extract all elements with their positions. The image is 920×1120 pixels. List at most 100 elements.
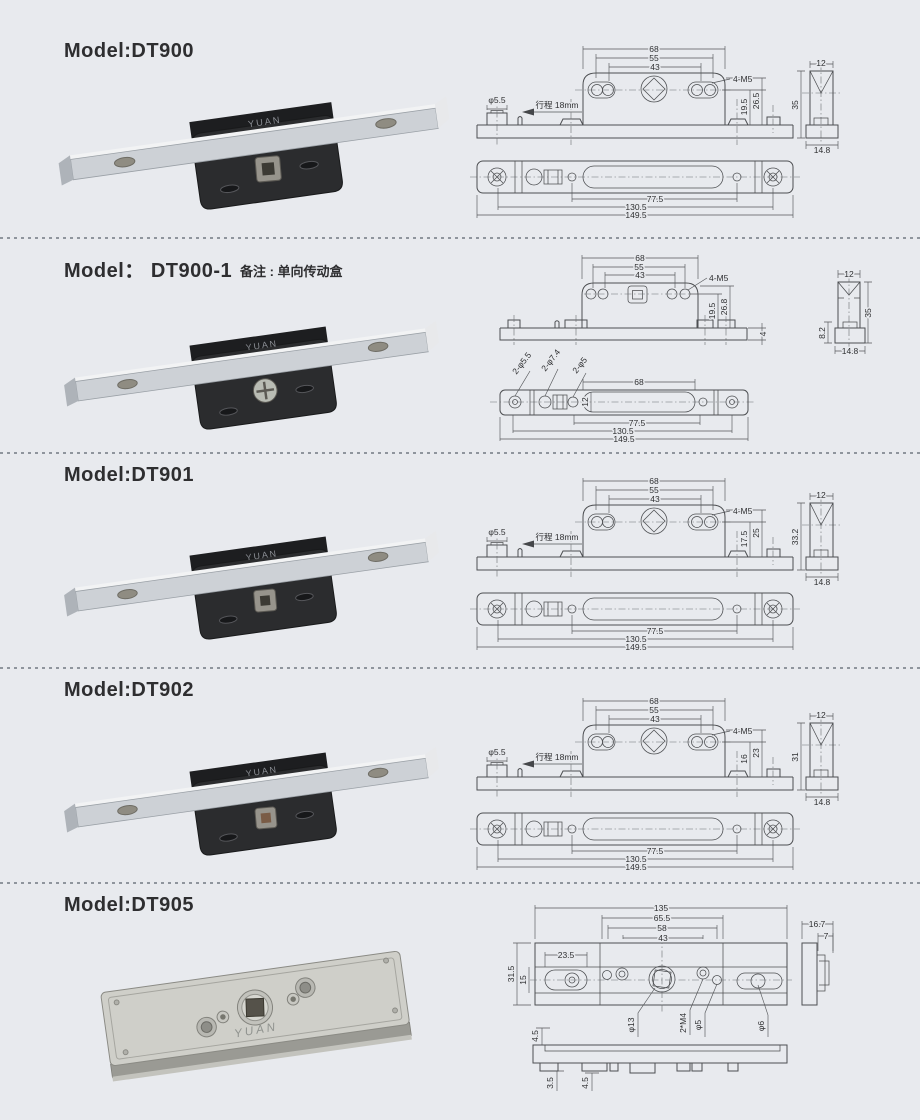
side-view bbox=[801, 942, 830, 1006]
plan-view bbox=[476, 160, 794, 194]
dim-label: 19.5 bbox=[739, 98, 749, 115]
dim-label: φ13 bbox=[626, 1017, 636, 1032]
product-photo-dt900-1: YUAN bbox=[64, 320, 439, 430]
bar-end-right bbox=[425, 746, 439, 778]
model-title-dt900: Model:DT900 bbox=[64, 40, 194, 62]
dim-label: 7 bbox=[824, 931, 829, 941]
section-divider bbox=[0, 882, 920, 884]
dim-label: 135 bbox=[654, 903, 668, 913]
brand-engraving: YUAN bbox=[245, 338, 278, 352]
dimension-lines bbox=[476, 698, 839, 870]
dimension-labels: 135 65.5 58 43 23.5 31.5 15 φ13 2*M4 φ5 … bbox=[505, 902, 831, 1091]
dim-label: 65.5 bbox=[654, 913, 671, 923]
dim-label: 12 bbox=[816, 710, 826, 720]
centerlines bbox=[470, 715, 841, 830]
plate-inner-line bbox=[107, 957, 403, 1060]
plan-view bbox=[499, 389, 749, 416]
bar-end-right bbox=[425, 320, 439, 352]
dim-label: 行程 18mm bbox=[536, 752, 579, 762]
dim-label: 行程 18mm bbox=[536, 100, 579, 110]
plan-view bbox=[476, 592, 794, 626]
bar-hole-left bbox=[113, 156, 136, 168]
centerlines bbox=[470, 63, 841, 178]
dimension-labels: 68 55 43 4-M5 19.5 26.5 φ5.5 行程 18mm 12 … bbox=[487, 43, 832, 222]
dim-label: 16 bbox=[739, 754, 749, 764]
dimension-labels: 68 55 43 4-M5 16 23 φ5.5 行程 18mm 12 31 1… bbox=[487, 695, 832, 874]
bar-hole-right bbox=[367, 551, 389, 562]
dim-label: 12 bbox=[816, 490, 826, 500]
dim-label: 55 bbox=[649, 485, 659, 495]
dimension-labels: 68 55 43 4-M5 17.5 25 φ5.5 行程 18mm 12 33… bbox=[487, 475, 832, 654]
dim-label: 4-M5 bbox=[733, 506, 753, 516]
corner-screw bbox=[122, 1049, 129, 1056]
product-photo-dt902: YUAN bbox=[64, 746, 439, 856]
bar-hole-right bbox=[367, 341, 389, 352]
dim-label: 26.5 bbox=[751, 92, 761, 109]
bar-hole-right bbox=[375, 118, 397, 129]
dim-label: 16.7 bbox=[809, 919, 826, 929]
dim-label: 130.5 bbox=[625, 854, 647, 864]
bar-hole-left bbox=[117, 589, 138, 600]
dim-label: 行程 18mm bbox=[536, 532, 579, 542]
bar-hole-left bbox=[117, 379, 138, 390]
box-slot-left bbox=[218, 615, 238, 624]
dim-label: 35 bbox=[863, 308, 873, 318]
dim-label: 15 bbox=[518, 975, 528, 985]
dim-label: 77.5 bbox=[647, 846, 664, 856]
hole-large-left-inner bbox=[200, 1021, 213, 1033]
dim-label: 12 bbox=[580, 397, 590, 407]
dim-label: φ5.5 bbox=[488, 747, 506, 757]
model-title-dt900-1: Model： DT900-1 bbox=[64, 260, 233, 282]
dimension-lines bbox=[499, 255, 872, 441]
model-title-dt905: Model:DT905 bbox=[64, 894, 194, 916]
centerlines bbox=[490, 275, 850, 403]
stroke-arrow bbox=[522, 108, 534, 116]
side-view bbox=[805, 502, 839, 571]
square-drive-hole bbox=[261, 162, 275, 176]
dim-label: 43 bbox=[650, 62, 660, 72]
drawing-dt900-1: 68 55 43 4-M5 19.5 26.8 4 12 35 8.2 14.8… bbox=[490, 252, 875, 446]
dim-label: 14.8 bbox=[842, 346, 859, 356]
dim-label: 4.5 bbox=[580, 1077, 590, 1089]
dim-label: 26.8 bbox=[719, 298, 729, 315]
section-divider bbox=[0, 237, 920, 239]
dim-label: 2*M4 bbox=[678, 1013, 688, 1033]
box-slot-right bbox=[299, 160, 319, 170]
bar-end-right bbox=[434, 96, 450, 129]
dimension-lines bbox=[513, 905, 834, 1091]
dim-label: 58 bbox=[657, 923, 667, 933]
hole-large-right-inner bbox=[299, 981, 312, 994]
corner-screw bbox=[392, 1007, 398, 1014]
brand-engraving: YUAN bbox=[245, 548, 278, 562]
dim-label: 68 bbox=[649, 44, 659, 54]
side-view bbox=[834, 281, 866, 344]
square-drive-hole bbox=[259, 595, 271, 606]
dim-label: 4-M5 bbox=[709, 273, 729, 283]
brand-engraving: YUAN bbox=[245, 764, 278, 778]
bar-end-left bbox=[64, 803, 79, 833]
bar-end-right bbox=[425, 530, 439, 562]
box-slot-right bbox=[295, 592, 314, 602]
hole-small-right-inner bbox=[290, 996, 296, 1002]
dim-label: φ6 bbox=[756, 1021, 766, 1032]
dim-label: 77.5 bbox=[647, 194, 664, 204]
dim-label: 149.5 bbox=[625, 210, 647, 220]
dim-label: 130.5 bbox=[625, 202, 647, 212]
dim-label: 35 bbox=[790, 100, 800, 110]
dim-label: 68 bbox=[649, 696, 659, 706]
bottom-view bbox=[532, 1044, 788, 1074]
model-title-dt902: Model:DT902 bbox=[64, 679, 194, 701]
dim-label: 19.5 bbox=[707, 302, 717, 319]
dim-label: 2-φ7.4 bbox=[539, 347, 562, 373]
dim-label: 25 bbox=[751, 528, 761, 538]
dim-label: 77.5 bbox=[629, 418, 646, 428]
corner-screw bbox=[383, 957, 389, 964]
dim-label: 130.5 bbox=[625, 634, 647, 644]
dim-label: 12 bbox=[844, 269, 854, 279]
dim-label: 68 bbox=[634, 377, 644, 387]
side-view bbox=[805, 722, 839, 791]
plan-view bbox=[476, 812, 794, 846]
model-note: 备注 : 单向传动盒 bbox=[240, 264, 343, 279]
dim-label: 23 bbox=[751, 748, 761, 758]
